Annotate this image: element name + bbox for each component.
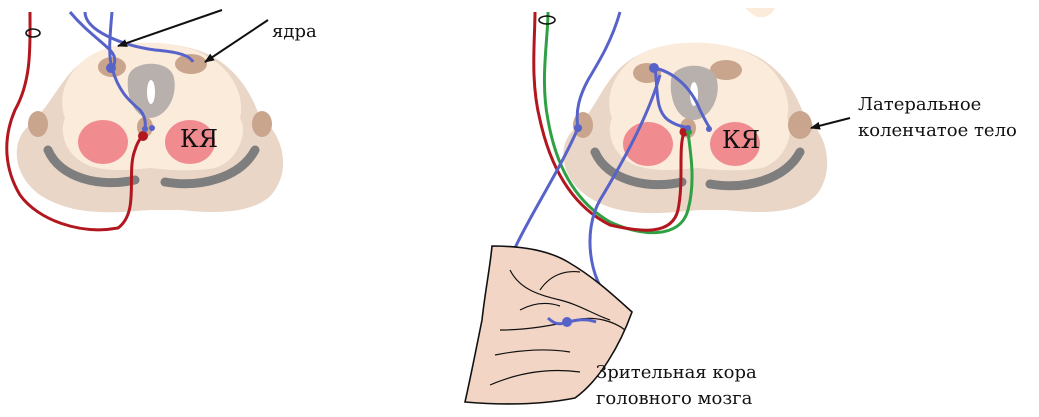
right-blue-synapse-4 — [706, 126, 712, 132]
left-ky-label: КЯ — [180, 125, 218, 153]
left-midbrain-section: КЯ — [7, 12, 283, 230]
left-small-nucleus-right — [252, 111, 272, 137]
right-blue-synapse-2 — [574, 124, 582, 132]
arrow-to-lateral-geniculate-body — [811, 118, 850, 128]
left-blue-fiber-4 — [110, 12, 112, 68]
left-small-nucleus-left — [28, 111, 48, 137]
arrow-to-right-nucleus — [205, 20, 268, 62]
arrow-to-left-nucleus — [118, 10, 222, 46]
left-blue-synapse-3 — [149, 125, 155, 131]
left-blue-synapse-2 — [142, 126, 148, 132]
right-lateral-geniculate-body — [788, 111, 812, 139]
cortex-label-line2: головного мозга — [596, 388, 753, 409]
left-red-synapse — [138, 131, 148, 141]
right-blue-synapse-1 — [649, 63, 659, 73]
left-ring-marker — [26, 29, 40, 37]
left-oculomotor-nucleus-right — [175, 54, 207, 74]
right-top-tissue-hint — [745, 8, 775, 17]
right-blue-synapse-3 — [685, 125, 691, 131]
lgn-label-line1: Латеральное — [858, 94, 981, 115]
right-ky-label: КЯ — [722, 126, 760, 154]
cortex-label-line1: Зрительная кора — [596, 362, 757, 383]
left-blue-synapse-1 — [106, 63, 116, 73]
cortex-blue-synapse — [562, 317, 572, 327]
lgn-label-line2: коленчатое тело — [858, 120, 1017, 141]
left-red-nucleus-left — [78, 120, 128, 164]
nuclei-label: ядра — [272, 21, 317, 42]
left-aqueduct-lumen — [147, 80, 155, 104]
